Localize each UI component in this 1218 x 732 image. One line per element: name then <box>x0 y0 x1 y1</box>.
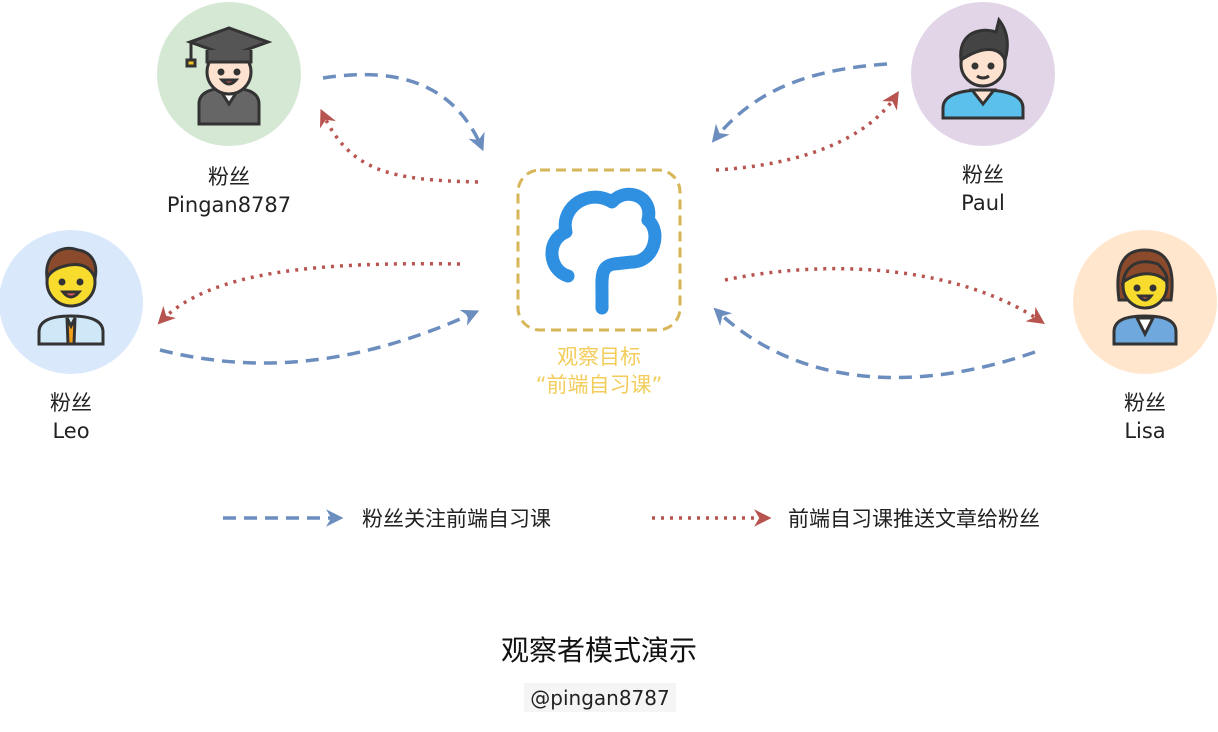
author-handle: @pingan8787 <box>530 686 669 710</box>
push-arrow-lisa <box>724 266 1045 324</box>
follow-arrow-pingan <box>322 72 485 152</box>
follower-name-label: Lisa <box>1124 419 1165 443</box>
handle-background <box>524 683 676 712</box>
follow-arrow-paul <box>711 62 888 143</box>
follow-arrow-lisa <box>713 307 1036 380</box>
follower-role-label: 粉丝 <box>50 391 92 415</box>
man-avatar-icon <box>941 16 1025 120</box>
follower-role-label: 粉丝 <box>1124 391 1166 415</box>
follower-role-label: 粉丝 <box>208 165 250 189</box>
target-frame <box>516 168 682 332</box>
follower-paul: 粉丝 Paul <box>911 2 1055 215</box>
push-arrow-pingan <box>319 108 479 184</box>
push-arrow-paul <box>715 91 899 172</box>
legend: 粉丝关注前端自习课 前端自习课推送文章给粉丝 <box>223 507 1040 531</box>
follower-name-label: Leo <box>52 419 89 443</box>
push-arrow-leo <box>157 262 461 325</box>
follower-name-label: Paul <box>961 191 1005 215</box>
target-label-line1: 观察目标 <box>557 345 641 369</box>
graduate-avatar-icon <box>185 26 273 126</box>
relation-arrows <box>157 62 1045 380</box>
follower-leo: 粉丝 Leo <box>0 230 143 443</box>
businesswoman-avatar-icon <box>1112 248 1178 346</box>
target-label-line2: “前端自习课” <box>536 373 663 397</box>
businessman-avatar-icon <box>37 246 105 346</box>
follow-arrow-leo <box>159 309 480 365</box>
follower-name-label: Pingan8787 <box>167 193 291 217</box>
legend-push-label: 前端自习课推送文章给粉丝 <box>788 507 1040 531</box>
target-node: 观察目标 “前端自习课” <box>516 168 682 397</box>
diagram-title: 观察者模式演示 <box>501 634 697 667</box>
follower-role-label: 粉丝 <box>962 163 1004 187</box>
cloud-tree-logo-icon <box>545 187 662 315</box>
follower-lisa: 粉丝 Lisa <box>1073 230 1217 443</box>
legend-follow-label: 粉丝关注前端自习课 <box>362 507 551 531</box>
follower-pingan: 粉丝 Pingan8787 <box>157 2 301 217</box>
